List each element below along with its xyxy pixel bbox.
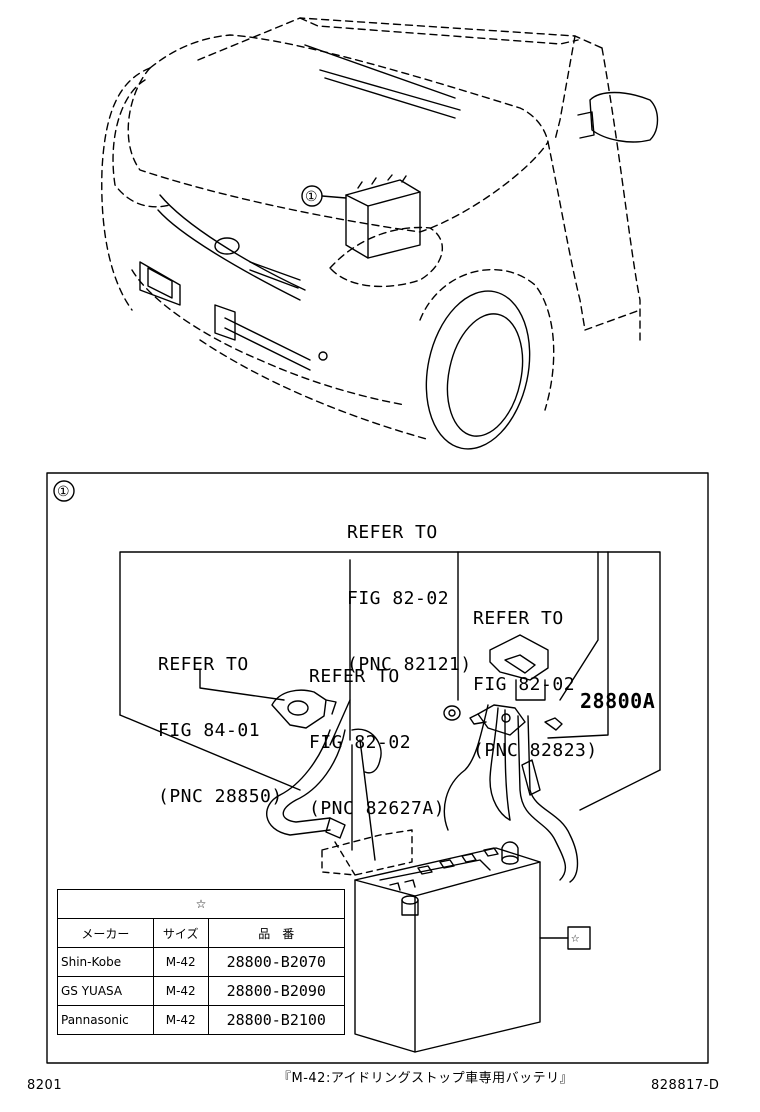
callout-line: FIG 84-01 (158, 720, 261, 741)
part-number-label[interactable]: 28800A (580, 689, 656, 713)
star-box (567, 926, 591, 950)
size-cell: M-42 (152, 1005, 209, 1035)
callout-line: REFER TO (309, 666, 400, 687)
negative-cable (266, 689, 382, 861)
size-cell: M-42 (152, 947, 209, 977)
part-number-cell[interactable]: 28800-B2100 (207, 1005, 346, 1035)
table-row: GS YUASA M-42 28800-B2090 (57, 976, 346, 1006)
callout-line: REFER TO (158, 654, 249, 675)
maker-cell: Shin-Kobe (57, 947, 154, 977)
part-number-cell[interactable]: 28800-B2090 (207, 976, 346, 1006)
callout-line: FIG 82-02 (347, 588, 450, 609)
callout-28850: REFER TO FIG 84-01 (PNC 28850) (158, 610, 283, 830)
table-title: ☆ (57, 889, 345, 919)
detail-frame (46, 472, 709, 1064)
parts-table: ☆ メーカー サイズ 品 番 Shin-Kobe M-42 28800-B207… (57, 889, 346, 1035)
footer-right-code: 828817-D (651, 1078, 720, 1093)
star-symbol: ☆ (571, 930, 580, 946)
header-maker: メーカー (57, 918, 154, 948)
leader-lines (119, 551, 661, 939)
table-row: Shin-Kobe M-42 28800-B2070 (57, 947, 346, 977)
maker-cell: GS YUASA (57, 976, 154, 1006)
size-cell: M-42 (152, 976, 209, 1006)
header-part-number: 品 番 (207, 918, 346, 948)
callout-line: (PNC 28850) (158, 786, 283, 807)
positive-cable (443, 634, 579, 883)
callout-82627a: REFER TO FIG 82-02 (PNC 82627A) (309, 622, 445, 842)
callout-line: FIG 82-02 (473, 674, 576, 695)
vehicle-illustration (101, 17, 659, 450)
callout-82121: REFER TO FIG 82-02 (PNC 82121) (347, 478, 472, 698)
callout-line: (PNC 82627A) (309, 798, 446, 819)
callout-line: (PNC 82823) (473, 740, 598, 761)
detail-callout-number: ① (57, 484, 71, 500)
callout-line: REFER TO (347, 522, 438, 543)
vehicle-callout-number: ① (305, 189, 319, 205)
table-row: Pannasonic M-42 28800-B2100 (57, 1005, 346, 1035)
callout-line: REFER TO (473, 608, 564, 629)
header-size: サイズ (152, 918, 209, 948)
hold-down-outline (321, 829, 413, 876)
battery (354, 841, 541, 1053)
callout-line: FIG 82-02 (309, 732, 412, 753)
part-number-cell[interactable]: 28800-B2070 (207, 947, 346, 977)
callout-82823: REFER TO FIG 82-02 (PNC 82823) (473, 564, 598, 784)
callout-line: (PNC 82121) (347, 654, 472, 675)
maker-cell: Pannasonic (57, 1005, 154, 1035)
callout-circle (53, 480, 75, 502)
footer-left-code: 8201 (27, 1078, 63, 1093)
footer-note: 『M-42:アイドリングストップ車専用バッテリ』 (278, 1071, 574, 1086)
